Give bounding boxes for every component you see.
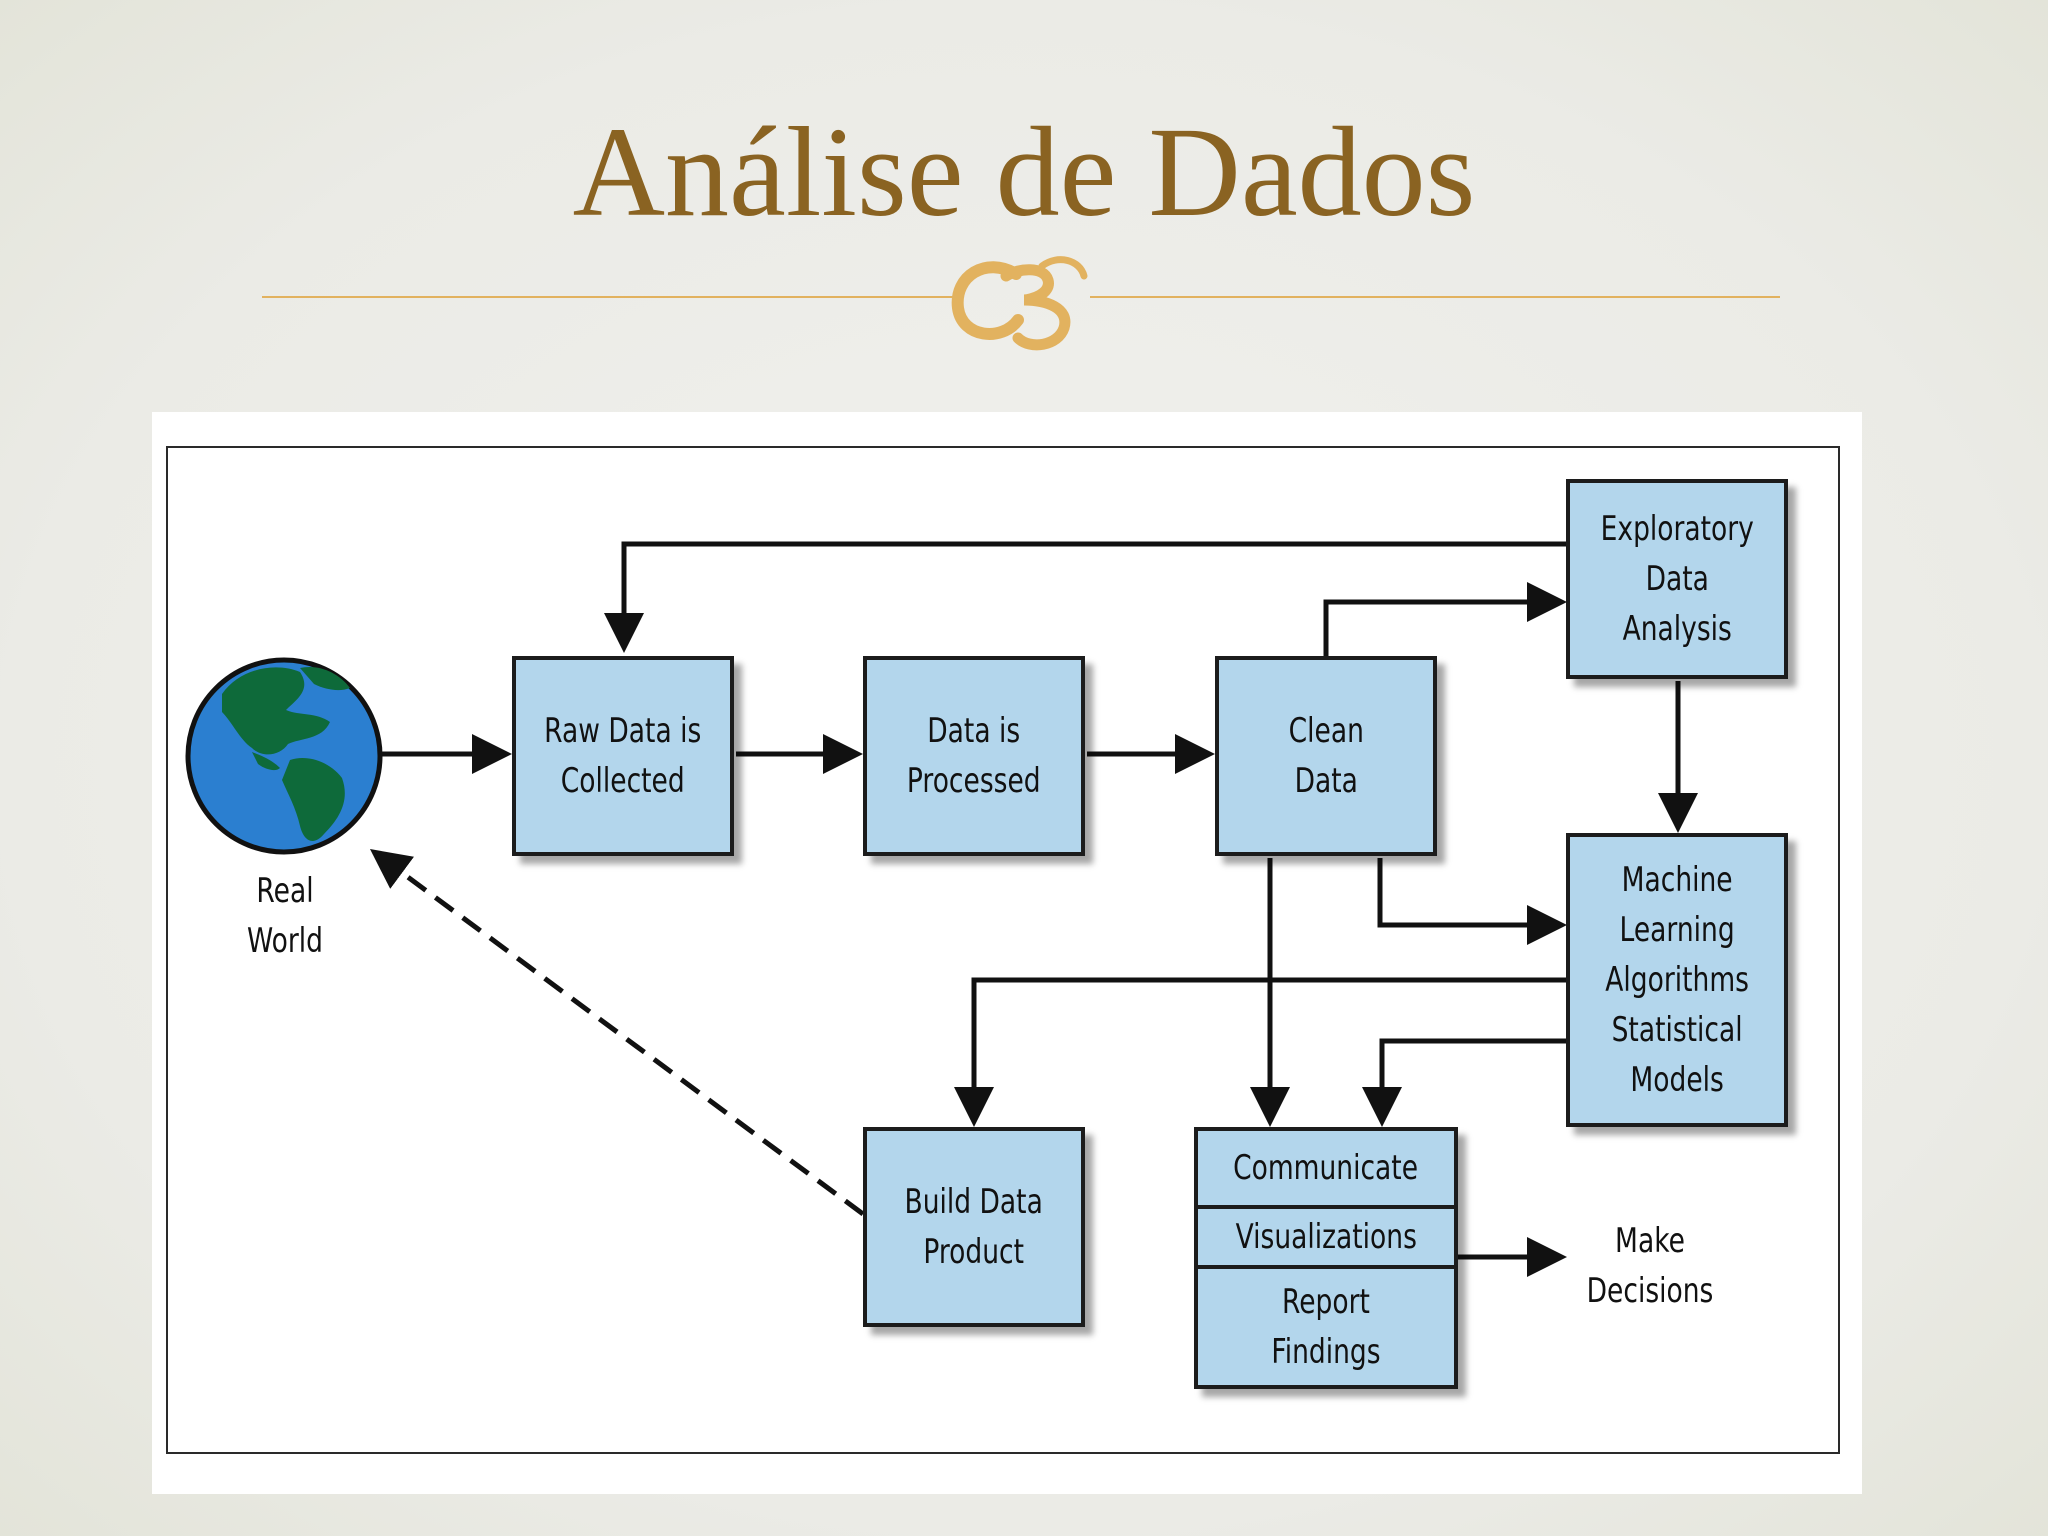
communicate-row: Communicate [1198,1131,1454,1209]
title-divider-left [262,296,962,298]
communicate-box: Communicate Visualizations Report Findin… [1194,1127,1458,1389]
machine-learning-models-box: Machine Learning Algorithms Statistical … [1566,833,1788,1127]
clean-data-box: Clean Data [1215,656,1437,856]
visualizations-row: Visualizations [1198,1209,1454,1269]
make-decisions-label: Make Decisions [1586,1221,1714,1311]
slide-title: Análise de Dados [572,101,1476,243]
title-divider-right [1090,296,1780,298]
raw-data-collected-box: Raw Data is Collected [512,656,734,856]
diagram-frame [166,446,1840,1454]
real-world-label: Real World [246,871,324,961]
report-findings-row: Report Findings [1271,1282,1381,1372]
exploratory-data-analysis-box: Exploratory Data Analysis [1566,479,1788,679]
data-processed-box: Data is Processed [863,656,1085,856]
flourish-ornament-icon [951,256,1088,351]
globe-icon [185,657,383,855]
build-data-product-box: Build Data Product [863,1127,1085,1327]
